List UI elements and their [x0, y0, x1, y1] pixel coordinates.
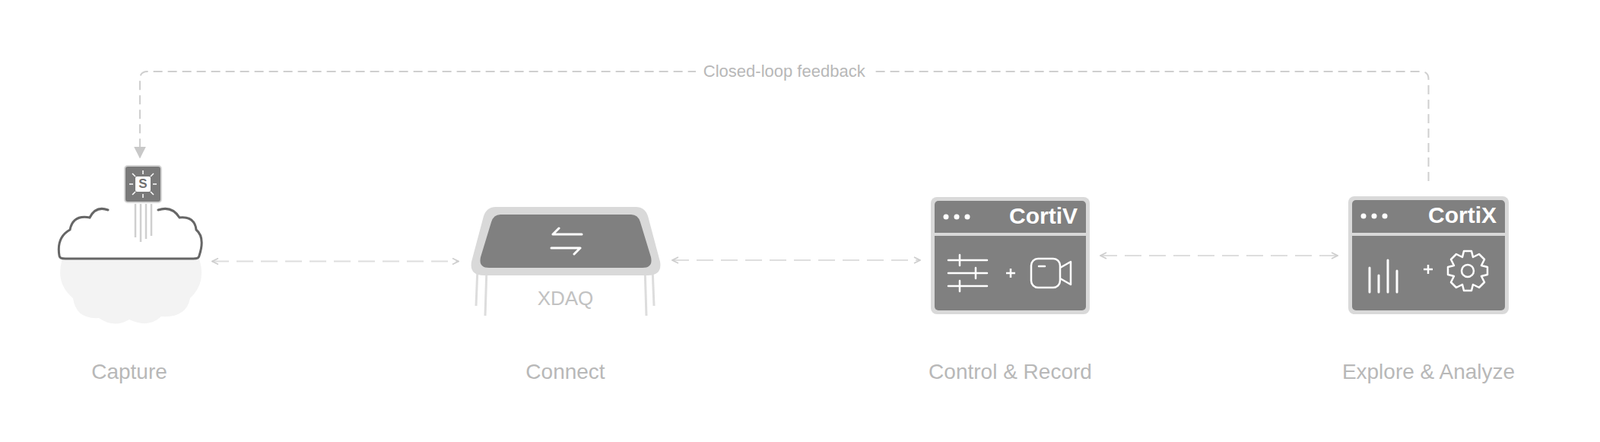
title-rule — [934, 232, 1086, 236]
plus-sign — [1423, 264, 1433, 274]
flow-connector — [212, 260, 459, 263]
window-title: CortiV — [1009, 203, 1078, 229]
window-dots — [943, 214, 971, 220]
device-outer — [471, 206, 661, 276]
title-rule — [1352, 232, 1505, 236]
device-top — [479, 214, 651, 268]
brain-outline — [58, 208, 202, 259]
flow-connector — [1100, 254, 1338, 257]
window-frame — [1348, 196, 1509, 315]
probe-wires — [135, 203, 152, 242]
app-window: CortiXExplore & Analyze — [1348, 196, 1509, 315]
gear-icon — [1447, 250, 1488, 291]
bars-icon — [1369, 260, 1397, 293]
window-dots — [1361, 213, 1388, 220]
transfer-arrows — [551, 228, 582, 254]
capture-node: Capture — [57, 163, 202, 327]
headstage-chip — [124, 165, 162, 203]
step-label: Connect — [408, 359, 723, 385]
device-node: XDAQConnect — [469, 206, 662, 317]
window-body — [934, 200, 1086, 311]
edge-label: Closed-loop feedback — [695, 61, 874, 82]
app-window: CortiVControl & Record — [930, 196, 1090, 315]
flow-connector — [672, 259, 921, 261]
device-name: XDAQ — [469, 286, 662, 311]
chip-letter: S — [133, 175, 153, 193]
brain-lower — [60, 258, 202, 324]
step-label: Capture — [0, 359, 263, 385]
sliders-icon — [948, 254, 988, 292]
step-label: Control & Record — [869, 359, 1151, 385]
window-frame — [930, 196, 1090, 315]
window-title: CortiX — [1428, 202, 1497, 229]
camera-icon — [1031, 258, 1071, 288]
window-body — [1352, 200, 1505, 311]
plus-sign — [1006, 268, 1016, 278]
step-label: Explore & Analyze — [1287, 359, 1570, 385]
chip-rays — [129, 170, 157, 198]
feedback-connector — [139, 71, 1429, 181]
